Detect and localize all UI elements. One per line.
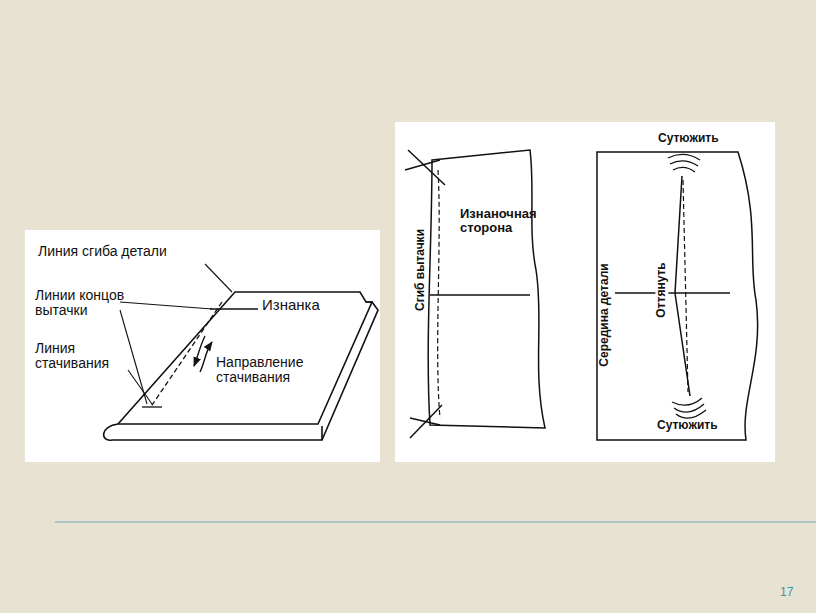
folded-part	[104, 292, 378, 440]
left-panel	[25, 230, 380, 462]
right-panel	[395, 122, 775, 462]
dart-center-line	[683, 180, 688, 392]
shaped-part	[597, 152, 758, 440]
dart-ends-label: Линии концов вытачки	[35, 288, 143, 319]
stitch-line-label: Линия стачивания	[35, 341, 135, 372]
dart-end-line	[210, 308, 258, 309]
part-center-label: Середина детали	[598, 261, 611, 368]
direction-arrow	[200, 342, 212, 372]
dart-fold-label: Сгиб вытачки	[414, 227, 427, 313]
dart-fold-line	[438, 170, 440, 418]
press-label: Сутюжить	[658, 132, 748, 145]
direction-label: Направление стачивания	[216, 355, 341, 386]
direction-arrow	[194, 336, 205, 366]
press-label: Сутюжить	[657, 419, 747, 432]
wrong-side-label: Изнанка	[262, 297, 352, 314]
press-marks	[668, 154, 706, 418]
stretch-label: Оттянуть	[655, 260, 668, 319]
dart-fold-part	[405, 150, 545, 438]
stitch-line	[150, 302, 222, 408]
leader-lines	[120, 264, 232, 404]
dart-end-line	[142, 406, 162, 407]
part-fold-label: Линия сгиба детали	[38, 244, 218, 259]
page-number: 17	[780, 586, 804, 599]
page-rule	[55, 521, 816, 523]
wrong-side-label: Изнаночная сторона	[460, 207, 540, 236]
